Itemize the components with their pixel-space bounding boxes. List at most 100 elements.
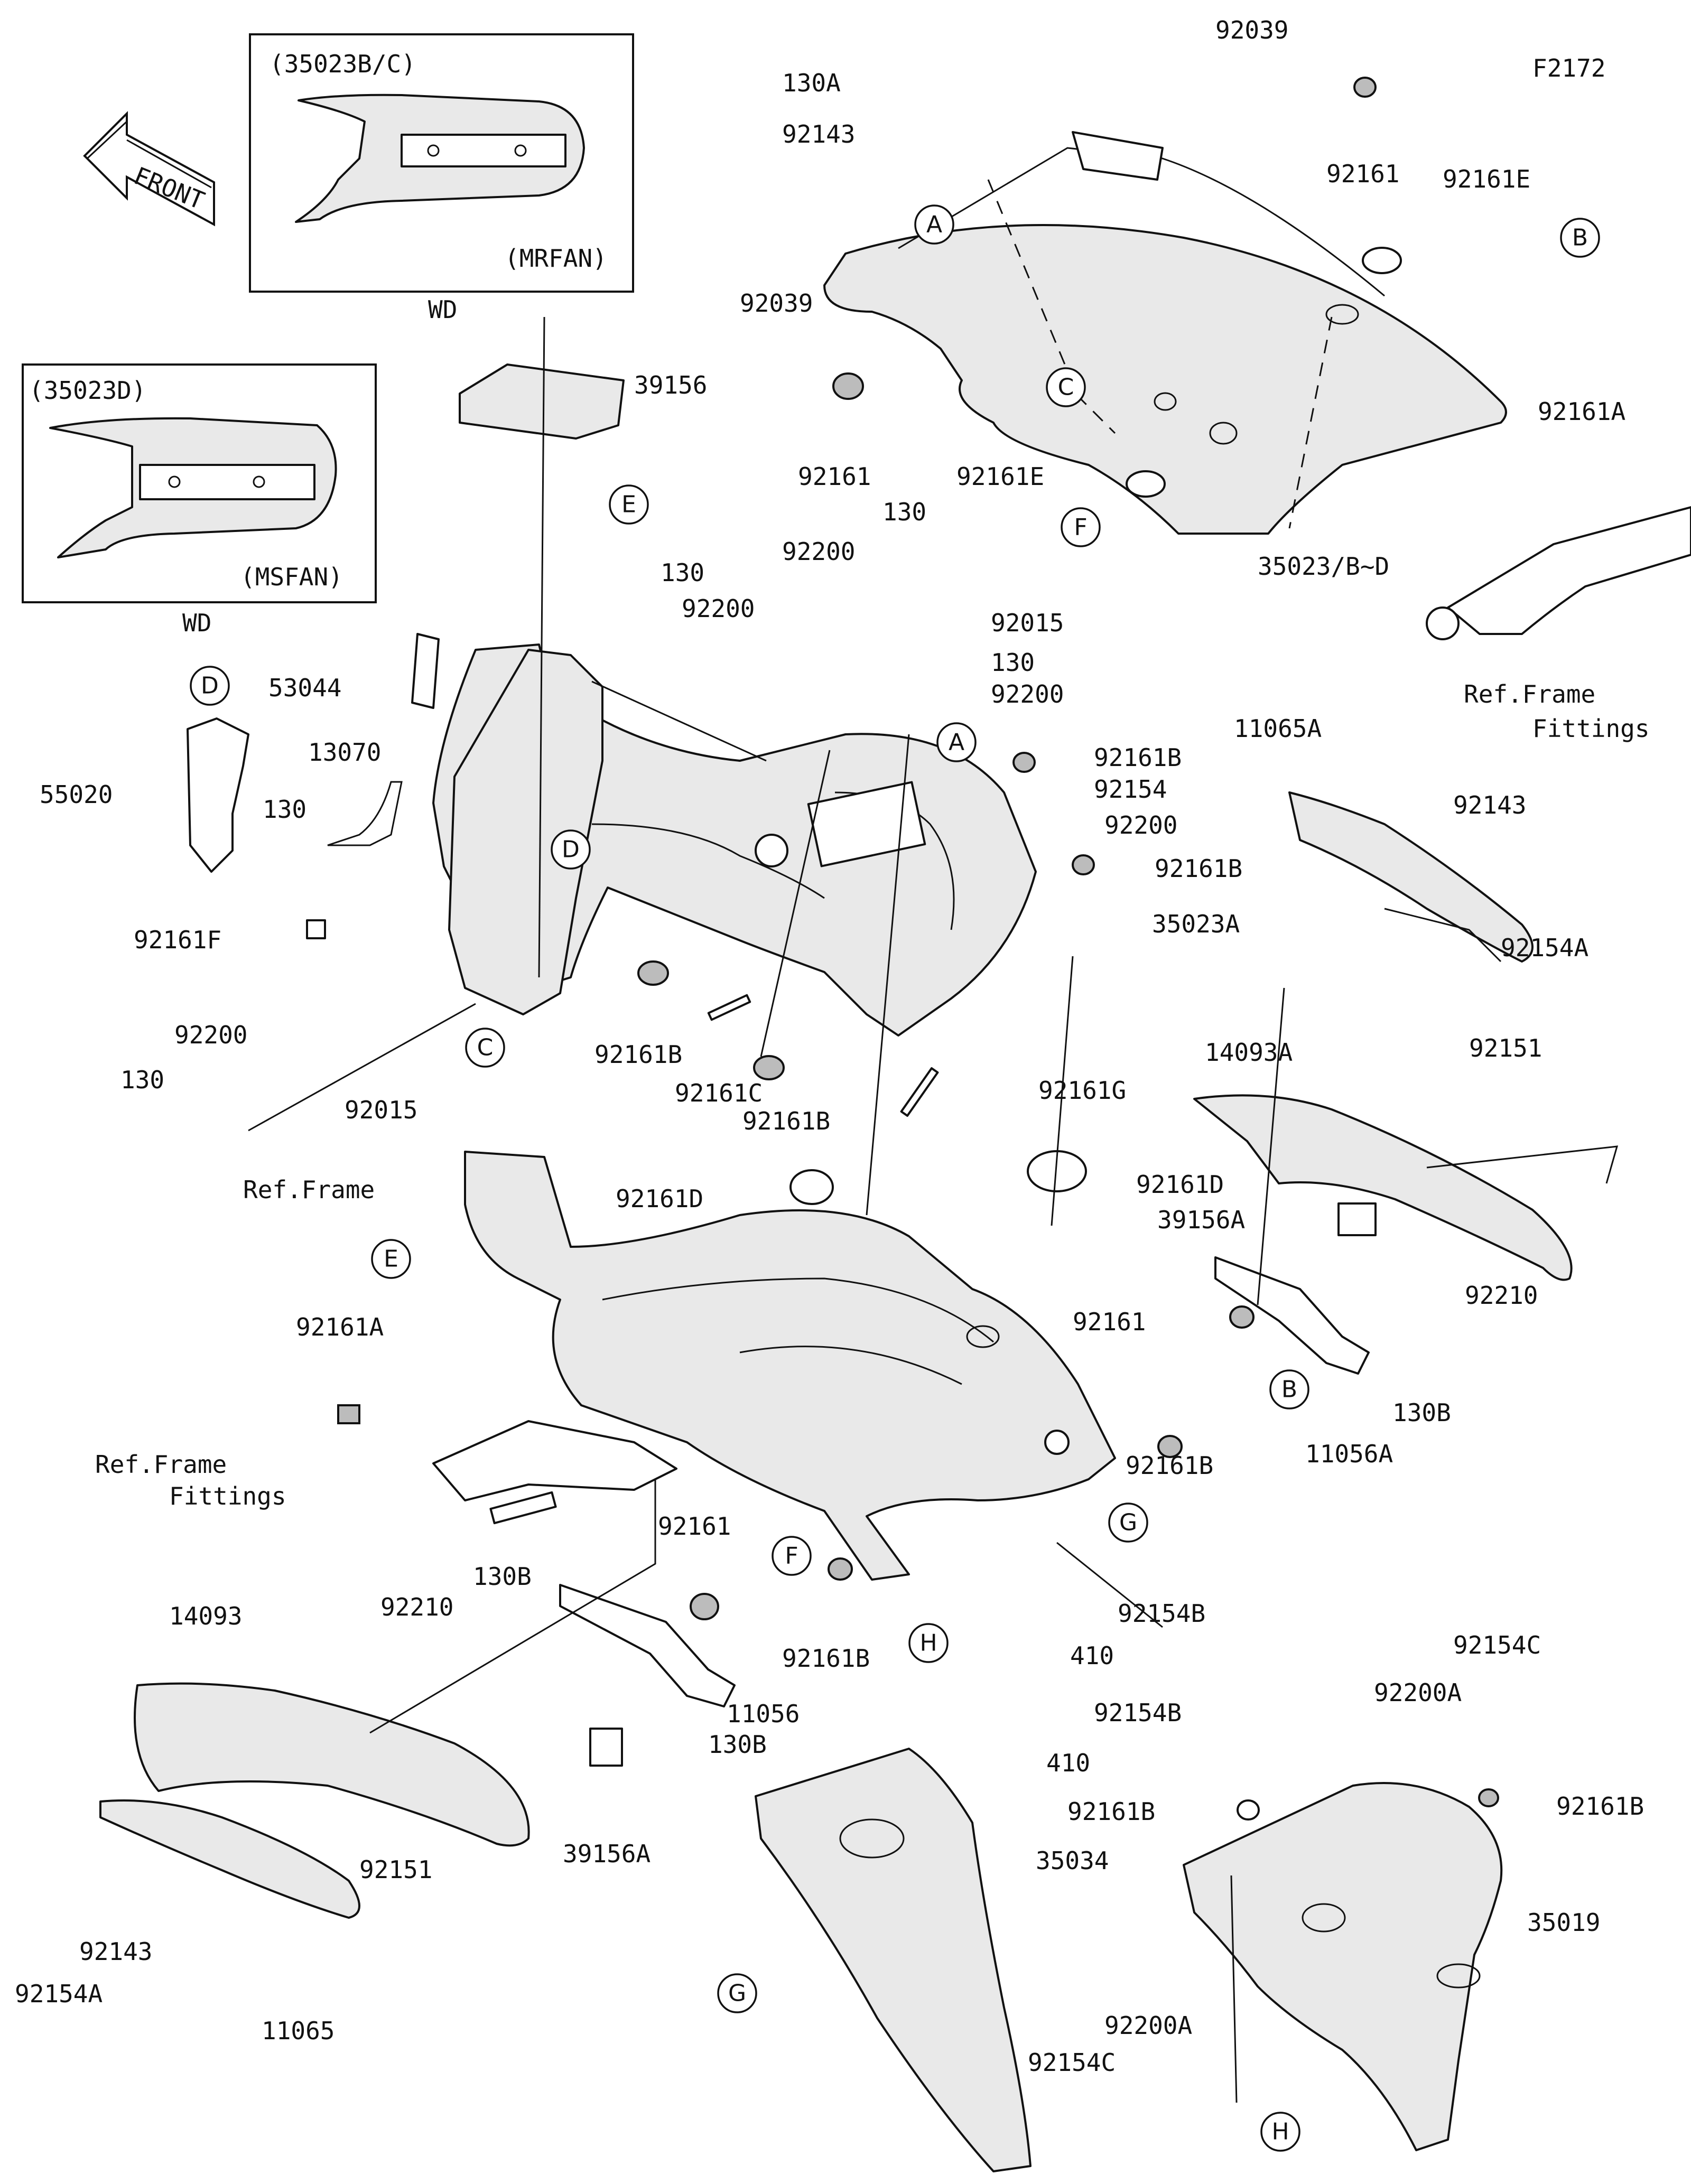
part-label: 92200: [991, 680, 1064, 708]
part-label: 130B: [473, 1562, 532, 1591]
part-label: 92015: [345, 1096, 417, 1124]
part-label: 92161B: [1155, 854, 1242, 883]
ref-letter: C: [1046, 367, 1086, 407]
mudguard-35034: [755, 1748, 1032, 2172]
ref-letter: F: [772, 1536, 812, 1576]
part-label: 130: [120, 1066, 164, 1094]
part-label: 92161A: [296, 1313, 384, 1341]
part-label: 92200: [782, 537, 855, 566]
svg-text:A: A: [949, 729, 964, 756]
inset-code: (35023B/C): [270, 50, 416, 78]
tray-53044: [448, 649, 603, 1015]
part-label: 92154: [1094, 775, 1167, 804]
part-label: 92161: [1326, 160, 1399, 188]
svg-text:F: F: [785, 1543, 798, 1570]
ref-letter: H: [1260, 2112, 1300, 2152]
part-label: Fittings: [1532, 714, 1650, 743]
msfan-plate: [139, 464, 315, 500]
part-label: 92161: [1073, 1308, 1146, 1336]
svg-text:B: B: [1572, 225, 1588, 251]
part-label: 92015: [991, 609, 1064, 637]
part-label: 92161D: [1136, 1170, 1224, 1199]
part-label: 92154A: [15, 1980, 103, 2008]
inset-caption: WD: [428, 295, 457, 324]
svg-text:H: H: [1271, 2118, 1289, 2145]
part-label: Ref.Frame: [1464, 680, 1595, 708]
fender-mount-plate: [807, 781, 926, 867]
fitting-bar: [1447, 506, 1691, 635]
part-label: 14093A: [1205, 1038, 1293, 1067]
part-label: 130B: [708, 1730, 767, 1759]
inset-code: (35023D): [29, 376, 146, 405]
part-label: 92039: [1215, 16, 1288, 44]
part-label: 92200A: [1104, 2011, 1192, 2040]
cover-14093A: [1193, 1094, 1573, 1281]
ref-letter: B: [1269, 1369, 1309, 1410]
part-label: 55020: [40, 780, 113, 809]
inset-variant: (MRFAN): [505, 244, 607, 273]
part-label: 35019: [1527, 1908, 1600, 1937]
svg-text:D: D: [562, 836, 580, 863]
part-label: 92151: [1469, 1034, 1542, 1062]
clip-13070: [327, 781, 403, 846]
strip-92161G: [900, 1067, 939, 1117]
ref-letter: H: [908, 1623, 949, 1663]
part-label: Ref.Frame: [95, 1450, 227, 1479]
bracket-11056A: [1214, 1256, 1370, 1375]
part-label: 92161B: [782, 1644, 870, 1673]
pad-39156A: [1337, 1202, 1377, 1236]
ref-letter: G: [1108, 1502, 1148, 1543]
nut: [1353, 77, 1377, 98]
part-label: 92161B: [594, 1040, 682, 1069]
svg-text:C: C: [1058, 374, 1074, 401]
ref-letter: D: [190, 666, 230, 706]
part-label: 92161B: [1556, 1792, 1644, 1821]
part-label: 92200: [682, 594, 755, 623]
tray-assembly: [411, 363, 625, 1015]
ref-letter: E: [609, 484, 649, 525]
cover-14093: [134, 1682, 530, 1847]
part-label: 11056: [727, 1700, 800, 1728]
leader-lines: [248, 179, 1619, 2103]
part-label: 92161C: [675, 1079, 763, 1107]
svg-text:E: E: [384, 1246, 398, 1273]
part-label: 13070: [308, 738, 381, 767]
part-label: 92200A: [1374, 1678, 1462, 1707]
part-label: 92143: [79, 1937, 152, 1966]
mrfan-plate: [401, 134, 566, 167]
part-label: 92039: [740, 289, 813, 318]
part-label: Fittings: [169, 1482, 286, 1510]
part-label: 92161: [658, 1512, 731, 1541]
fender-bracket: [1072, 131, 1164, 181]
inset-caption: WD: [182, 609, 211, 637]
part-label: Ref.Frame: [243, 1175, 375, 1204]
part-label: 92161E: [956, 462, 1044, 491]
svg-text:G: G: [1119, 1509, 1137, 1536]
part-label: 130: [882, 498, 926, 526]
part-label: 39156A: [1157, 1206, 1245, 1234]
part-label: 92161B: [1094, 743, 1182, 772]
svg-text:A: A: [926, 211, 942, 238]
clip-92161F: [306, 919, 326, 939]
side-cover-left: [99, 1682, 530, 1919]
bracket-11056: [559, 1584, 736, 1707]
ref-letter: A: [914, 204, 954, 245]
part-label: 92161D: [616, 1184, 703, 1213]
figure-code: F2172: [1532, 54, 1605, 82]
part-label: 130: [661, 558, 704, 587]
part-label: 92151: [359, 1855, 432, 1884]
part-label: 410: [1070, 1641, 1114, 1670]
part-label: 92200: [174, 1021, 247, 1049]
part-label: 130: [263, 795, 306, 824]
svg-text:D: D: [201, 673, 219, 699]
part-label: 92161: [798, 462, 871, 491]
part-label: 11065A: [1234, 714, 1322, 743]
fitting-arm: [432, 1420, 677, 1501]
part-label: 92161F: [134, 926, 221, 954]
part-label: 11065: [262, 2017, 335, 2045]
cover-11065A: [1288, 791, 1534, 963]
main-frame: [464, 1151, 1116, 1581]
part-label: 35023/B~D: [1258, 552, 1389, 581]
